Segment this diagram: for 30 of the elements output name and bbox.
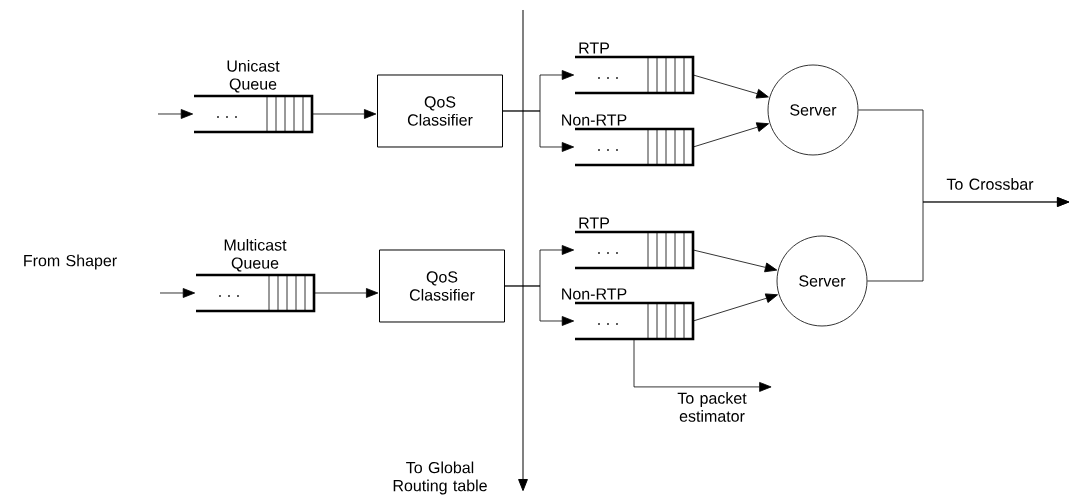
arrow xyxy=(692,74,769,99)
node-label: Multicast Queue xyxy=(224,238,287,272)
arrow xyxy=(159,288,196,298)
node-label: Non-RTP xyxy=(562,288,627,300)
arrow xyxy=(867,197,1070,282)
node-label: RTP xyxy=(579,217,610,229)
arrow xyxy=(504,285,575,326)
node-label: Unicast Queue xyxy=(227,59,280,93)
node-label: RTP xyxy=(579,42,610,54)
node-label: Non-RTP xyxy=(562,114,627,126)
queue: Unicast Queue xyxy=(194,60,314,134)
arrow xyxy=(311,109,377,119)
process-box: QoS Classifier xyxy=(377,74,503,148)
queue: Multicast Queue xyxy=(196,239,316,313)
queue: RTP xyxy=(575,42,695,95)
arrow xyxy=(157,109,194,119)
queue: RTP xyxy=(575,217,695,270)
arrow xyxy=(502,110,575,152)
label: To packet estimator xyxy=(677,392,747,422)
arrow xyxy=(692,249,778,273)
arrow xyxy=(313,288,379,298)
arrow xyxy=(692,293,778,322)
queue: Non-RTP xyxy=(562,114,695,167)
arrow xyxy=(633,338,772,392)
queue: Non-RTP xyxy=(562,288,695,341)
process-box: QoS Classifier xyxy=(379,249,505,323)
label: To Global Routing table xyxy=(393,461,487,495)
label: To Crossbar xyxy=(946,178,1034,190)
label: From Shaper xyxy=(24,254,117,270)
arrow xyxy=(692,122,769,148)
